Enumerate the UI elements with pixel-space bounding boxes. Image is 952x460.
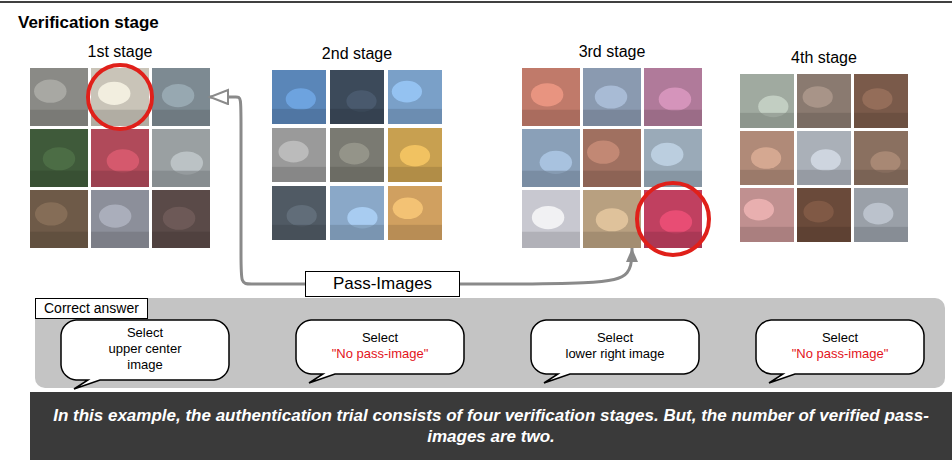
page-title: Verification stage	[18, 13, 159, 33]
photo-tile	[854, 74, 908, 128]
photo-tile	[91, 68, 149, 126]
bubble-text: Select	[362, 330, 398, 346]
photo-tile	[388, 186, 442, 240]
summary-band: In this example, the authentication tria…	[30, 392, 952, 460]
highlight-circle	[88, 65, 152, 129]
photo-tile	[854, 131, 908, 185]
photo-tile	[797, 74, 851, 128]
photo-tile	[30, 68, 88, 126]
bubble-text: "No pass-image"	[332, 346, 429, 362]
photo-tile	[272, 70, 326, 124]
pass-images-box: Pass-Images	[305, 271, 460, 297]
stage-grid: 3rd stage	[522, 42, 702, 248]
photo-tile	[388, 128, 442, 182]
bubble-text: Select	[127, 325, 163, 341]
photo-tile	[797, 188, 851, 242]
photo-tile	[272, 128, 326, 182]
answer-bubble: Select"No pass-image"	[295, 319, 465, 375]
highlight-circle	[637, 183, 709, 255]
photo-tile	[91, 129, 149, 187]
photo-tile	[522, 68, 580, 126]
photo-tile	[330, 70, 384, 124]
band-heading: Correct answer	[35, 298, 148, 319]
pass-image-arrow	[210, 97, 305, 284]
stage-label: 4th stage	[740, 48, 908, 72]
photo-tile	[272, 186, 326, 240]
photo-tile	[522, 190, 580, 248]
photo-tile	[152, 129, 210, 187]
photo-tile	[644, 68, 702, 126]
box-label: Pass-Images	[332, 274, 433, 294]
photo-tile	[330, 186, 384, 240]
photo-tile	[583, 68, 641, 126]
photo-tile	[583, 129, 641, 187]
pass-image-arrow	[460, 248, 632, 284]
photo-tile	[152, 68, 210, 126]
photo-tile	[644, 129, 702, 187]
summary-text: In this example, the authentication tria…	[50, 405, 932, 447]
bubble-text: "No pass-image"	[792, 346, 889, 362]
photo-tile	[854, 188, 908, 242]
photo-tile	[30, 190, 88, 248]
top-rule	[0, 1, 952, 3]
bubble-text: Select	[822, 330, 858, 346]
stage-grid: 4th stage	[740, 48, 908, 242]
photo-tile	[30, 129, 88, 187]
photo-tile	[330, 128, 384, 182]
answer-bubble: Selectlower right image	[530, 319, 700, 375]
photo-tile	[644, 190, 702, 248]
stage-label: 1st stage	[30, 42, 210, 66]
stage-grid: 1st stage	[30, 42, 210, 248]
photo-tile	[522, 129, 580, 187]
stage-grid: 2nd stage	[272, 44, 442, 240]
stage-label: 2nd stage	[272, 44, 442, 68]
photo-tile	[797, 131, 851, 185]
answer-bubble: Selectupper center image	[60, 319, 230, 381]
photo-tile	[91, 190, 149, 248]
bubble-text: lower right image	[566, 346, 665, 362]
photo-tile	[152, 190, 210, 248]
photo-tile	[583, 190, 641, 248]
photo-tile	[388, 70, 442, 124]
answer-bubble: Select"No pass-image"	[755, 319, 925, 375]
photo-tile	[740, 131, 794, 185]
bubble-text: upper center image	[93, 341, 197, 373]
photo-tile	[740, 188, 794, 242]
stage-label: 3rd stage	[522, 42, 702, 66]
bubble-text: Select	[597, 330, 633, 346]
answer-band: Selectupper center imageSelect"No pass-i…	[35, 298, 945, 388]
photo-tile	[740, 74, 794, 128]
